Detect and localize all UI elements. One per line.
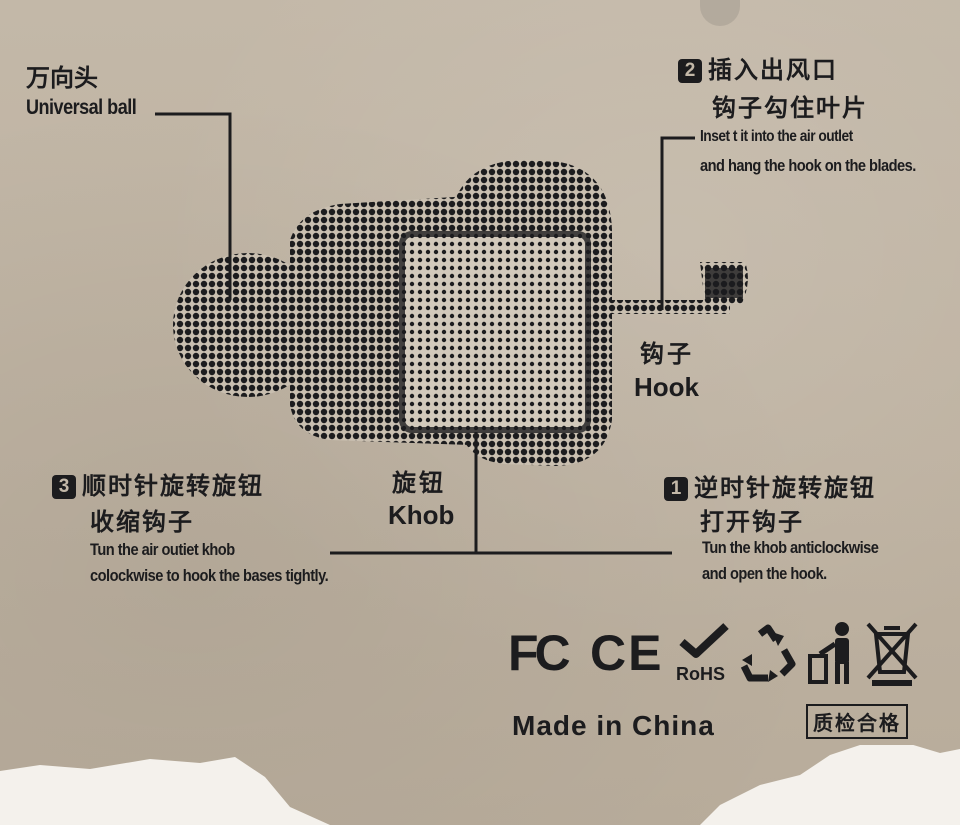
step1-cn-line2: 打开钩子 (700, 508, 804, 536)
universal-ball-cn-label: 万向头 (26, 64, 98, 92)
step2-cn-line2: 钩子勾住叶片 (712, 94, 868, 122)
step1-en-line2: and open the hook. (702, 564, 827, 583)
step3-cn-line2: 收缩钩子 (90, 508, 194, 536)
made-in-china-text: Made in China (512, 710, 715, 741)
hook-cn-label: 钩子 (640, 340, 694, 368)
inner-plate-shape (400, 232, 590, 432)
step1-number-badge: 1 (664, 477, 688, 501)
rohs-mark: RoHS (676, 622, 732, 686)
crossed-bin-icon (866, 622, 918, 686)
step1-en-line1: Tun the khob anticlockwise (702, 538, 879, 557)
check-icon (679, 623, 729, 658)
step3-en-line1: Tun the air outiet khob (90, 540, 235, 559)
step2-cn-line1: 插入出风口 (708, 56, 838, 84)
step1-cn-line1: 逆时针旋转旋钮 (694, 474, 876, 502)
step3-cn-line1: 顺时针旋转旋钮 (82, 472, 264, 500)
step3-en-line2: colockwise to hook the bases tightly. (90, 566, 329, 585)
tidy-man-icon (808, 622, 849, 684)
knob-en-label: Khob (388, 500, 455, 530)
fcc-mark: FC (508, 625, 571, 681)
hook-en-label: Hook (634, 372, 699, 402)
step3-number-badge: 3 (52, 475, 76, 499)
hook-arm-shape (610, 300, 730, 314)
universal-ball-shape (173, 253, 323, 397)
step2-en-line2: and hang the hook on the blades. (700, 156, 916, 175)
universal-ball-en-label: Universal ball (26, 96, 137, 119)
torn-edge-bottom (0, 745, 960, 825)
recycle-icon (740, 624, 796, 682)
knob-cn-label: 旋钮 (392, 469, 446, 497)
qc-passed-stamp: 质检合格 (806, 704, 908, 739)
rohs-label: RoHS (676, 664, 725, 684)
step2-en-line1: Inset t it into the air outlet (700, 128, 853, 145)
step2-number-badge: 2 (678, 59, 702, 83)
ce-mark: CE (590, 625, 664, 681)
leader-line-universal (155, 112, 232, 300)
leader-line-hook (660, 136, 695, 310)
